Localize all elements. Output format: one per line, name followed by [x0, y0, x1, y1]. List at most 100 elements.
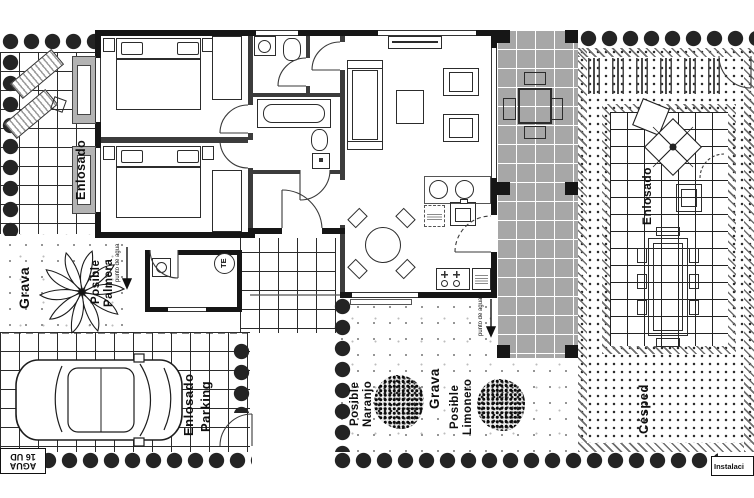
- planter-strip: [684, 58, 699, 94]
- terrace-chair: [503, 98, 516, 120]
- instalaciones-box: Instalaci: [711, 456, 754, 476]
- exterior-wall: [248, 228, 282, 234]
- hedge-row: [38, 450, 252, 471]
- armchair-cushion: [449, 118, 473, 138]
- dining-table: [365, 227, 401, 263]
- sink-bowl: [258, 40, 271, 53]
- pillar: [565, 345, 578, 358]
- hedge-row: [578, 28, 754, 49]
- sofa-seat: [352, 70, 378, 140]
- label-parking-line2: Parking: [198, 380, 213, 432]
- label-limonero-line1: Posible: [449, 384, 461, 430]
- hedge-column: [332, 296, 353, 452]
- exterior-wall: [298, 30, 378, 36]
- pillow: [121, 42, 143, 55]
- label-grava-center: Grava: [427, 368, 442, 410]
- orange-tree: [374, 375, 424, 429]
- bed-fold-line: [116, 166, 201, 168]
- garden-door: [352, 292, 418, 298]
- window: [95, 58, 101, 122]
- border-hatch-left: [578, 48, 587, 452]
- planter-strip: [660, 58, 675, 94]
- pillow: [177, 42, 199, 55]
- burner-symbol: [441, 280, 448, 287]
- window: [95, 148, 101, 212]
- lemon-tree: [477, 379, 525, 431]
- sideboard-line: [392, 41, 438, 43]
- stove: [436, 268, 470, 290]
- roller-shutter-box: [77, 155, 91, 205]
- interior-wall: [340, 36, 345, 180]
- pillar: [497, 345, 510, 358]
- hob-burner: [429, 180, 448, 199]
- outdoor-chair: [689, 300, 699, 315]
- table-inner-line: [653, 243, 683, 331]
- interior-wall: [248, 36, 253, 232]
- coffee-table: [396, 90, 424, 124]
- exterior-wall: [418, 292, 497, 298]
- border-hatch-top: [578, 48, 754, 57]
- door-opening: [248, 105, 253, 133]
- planter-strip: [588, 58, 603, 94]
- label-grava-left: Grava: [16, 266, 32, 310]
- appliance-label-text: [427, 212, 442, 220]
- nightstand: [202, 146, 214, 160]
- burner-symbol: [441, 271, 448, 278]
- label-naranjo-line2: Naranjo: [362, 380, 374, 428]
- sink-basin: [455, 208, 471, 222]
- hob-burner: [455, 180, 474, 199]
- exterior-wall: [476, 30, 497, 36]
- door-opening: [491, 215, 497, 252]
- exterior-wall: [322, 228, 345, 234]
- exterior-wall: [145, 307, 168, 312]
- hedge-column: [231, 341, 252, 413]
- label-punto-agua-1: punto de agua: [115, 243, 121, 283]
- planter-strip: [708, 58, 723, 94]
- entrance-path-tiles: [240, 233, 336, 333]
- exterior-wall: [491, 178, 497, 215]
- door-opening: [306, 58, 310, 86]
- water-heater-label: TE: [219, 258, 228, 269]
- label-cesped: Césped: [636, 384, 651, 434]
- window: [168, 307, 206, 312]
- fridge: [472, 268, 491, 290]
- terrace-chair: [524, 126, 546, 139]
- sliding-window: [491, 48, 497, 178]
- planter-strip: [612, 58, 627, 94]
- window: [378, 30, 476, 36]
- burner-symbol: [453, 271, 460, 278]
- outdoor-chair: [656, 227, 680, 236]
- exterior-wall: [95, 232, 255, 238]
- label-parking-line1: Enlosado: [181, 373, 196, 437]
- interior-wall: [340, 225, 345, 298]
- bed: [116, 146, 201, 218]
- side-table: [676, 184, 702, 212]
- pillar: [565, 182, 578, 195]
- exterior-wall: [178, 250, 242, 255]
- label-punto-agua-2: punto de agua: [478, 297, 484, 337]
- outdoor-chair: [689, 274, 699, 289]
- sofa-armrest: [347, 141, 383, 150]
- sink-drain: [319, 158, 323, 162]
- exterior-wall: [145, 250, 150, 255]
- agua-meter-text: AGUA 16 UD: [9, 452, 37, 472]
- interior-wall: [248, 93, 340, 97]
- armchair-cushion: [449, 72, 473, 92]
- nightstand: [103, 146, 115, 160]
- exterior-wall: [95, 122, 101, 148]
- pillar: [565, 30, 578, 43]
- window: [256, 30, 298, 36]
- terrace-table: [518, 88, 552, 124]
- pillar: [497, 182, 510, 195]
- bathtub: [257, 99, 331, 128]
- burner-symbol: [453, 280, 460, 287]
- fridge-label-text: [475, 274, 488, 284]
- instalaciones-label: Instalaci: [714, 461, 745, 471]
- outdoor-chair: [637, 248, 647, 263]
- border-hatch-right: [744, 48, 754, 452]
- door-opening: [340, 42, 345, 70]
- toilet: [283, 38, 301, 61]
- exterior-wall: [237, 255, 242, 312]
- outdoor-dining-table: [648, 238, 688, 336]
